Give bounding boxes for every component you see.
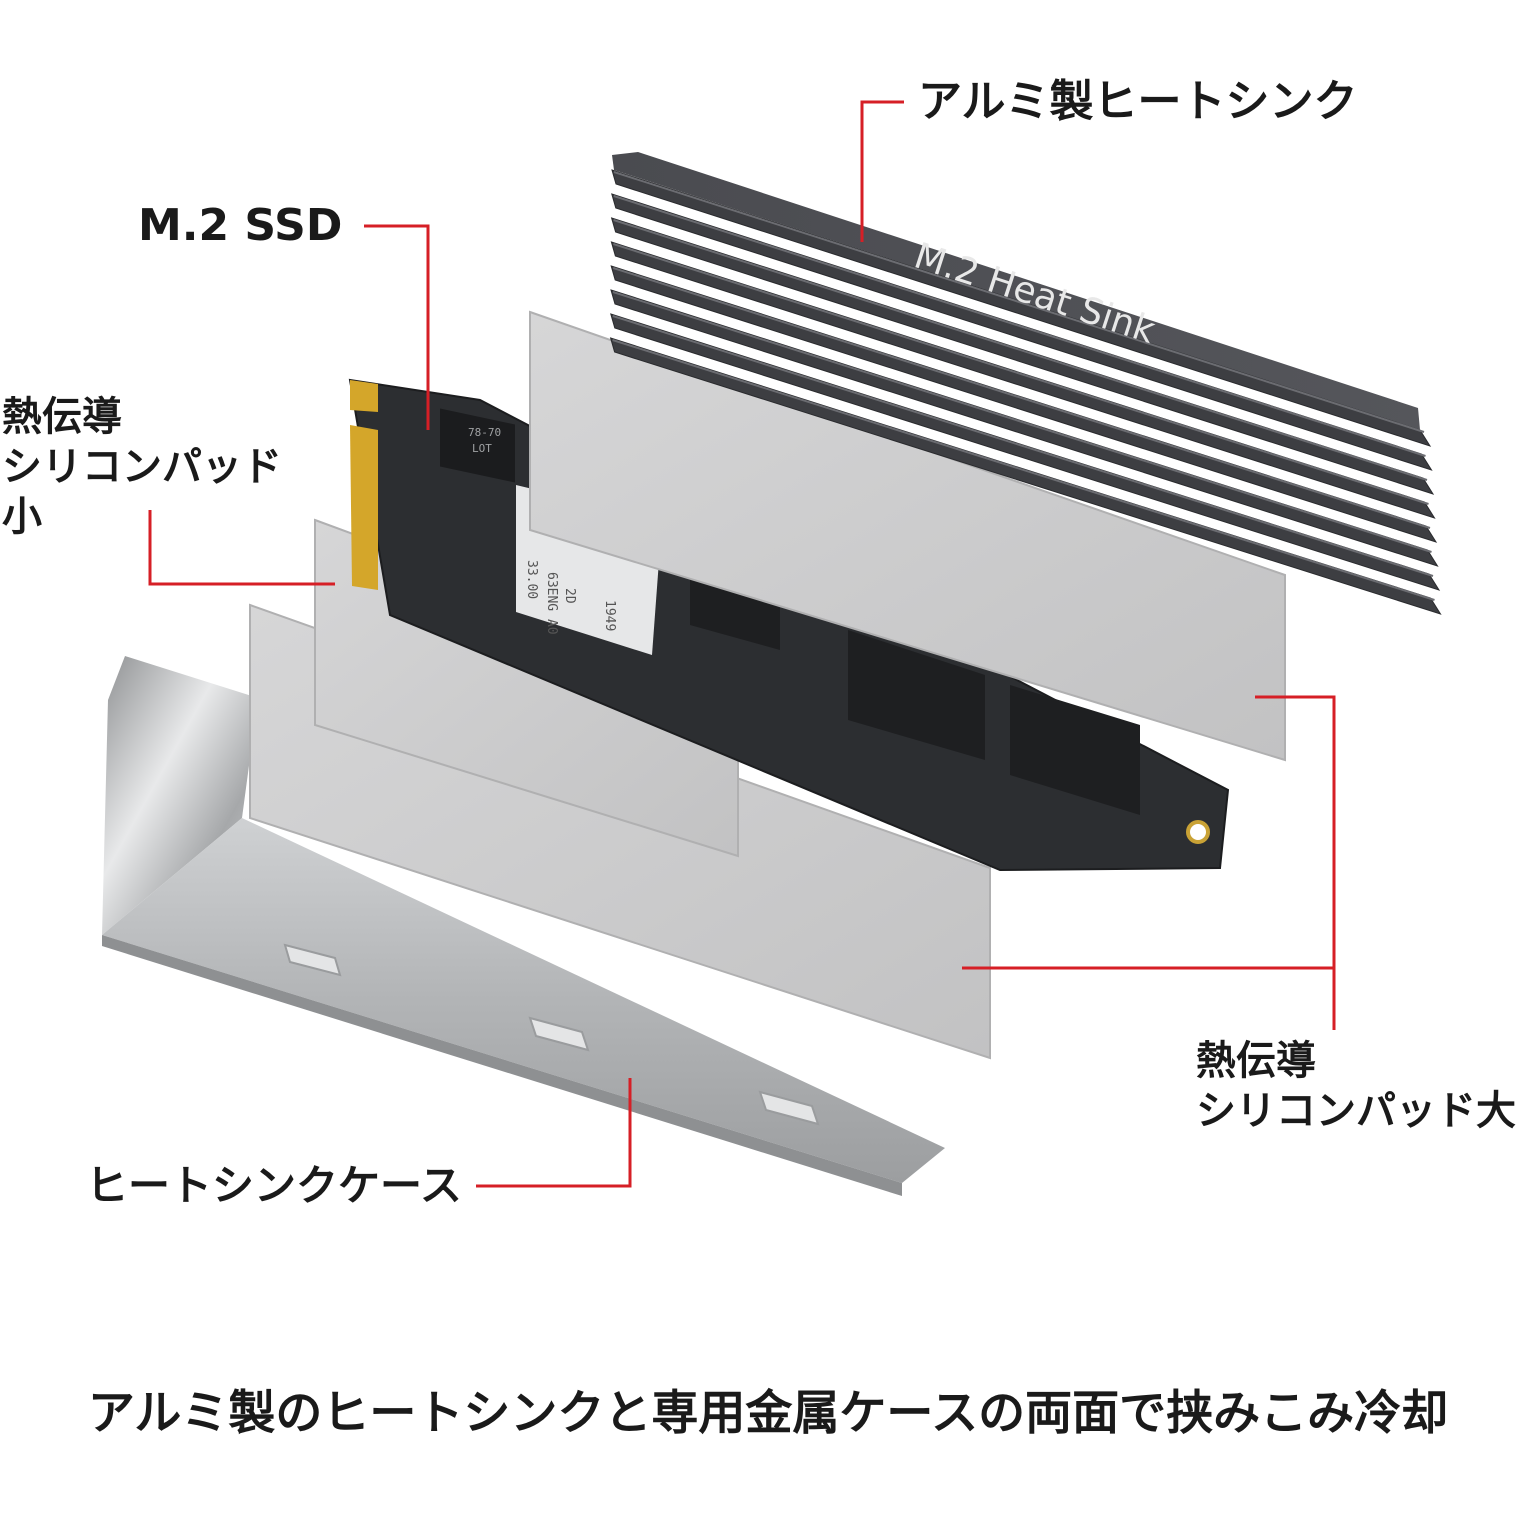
leader-line-ssd: [364, 224, 430, 430]
label-pad-small-line1: 熱伝導: [2, 394, 122, 440]
heatsink-fins: [609, 169, 1442, 615]
ssd-controller-chip: [440, 408, 515, 483]
aluminium-heatsink: M.2 Heat Sink: [609, 152, 1442, 615]
label-pad-small-line2: シリコンパッド: [2, 444, 282, 490]
case-tab: [528, 1016, 590, 1052]
heatsink-fin-edge: [613, 243, 1429, 505]
nand-chip: [848, 630, 985, 760]
sticker-line-2: 33.00: [524, 560, 539, 599]
heatsink-fin-edge: [613, 195, 1426, 457]
chip-marking-2: LOT: [472, 442, 492, 455]
label-ssd: M.2 SSD: [138, 198, 342, 253]
label-case-text: ヒートシンクケース: [86, 1161, 462, 1210]
label-pad-small: 熱伝導 シリコンパッド 小: [2, 392, 282, 542]
ssd-mount-hole: [1186, 820, 1210, 844]
heatsink-fin-edge: [612, 267, 1431, 529]
heatsink-case: [102, 656, 945, 1196]
caption: アルミ製のヒートシンクと専用金属ケースの両面で挟みこみ冷却: [87, 1386, 1449, 1441]
heatsink-fin-edge: [613, 171, 1425, 433]
leader-line-pad-large: [1255, 695, 1336, 1030]
nand-chip: [1010, 685, 1140, 815]
ssd-nand-chips: [690, 575, 1140, 815]
label-pad-large-line2: シリコンパッド大: [1196, 1088, 1516, 1134]
ssd-gold-contacts: [350, 380, 378, 590]
leader-line-pad-small: [148, 510, 335, 586]
sticker-line-1: 63ENG A0: [544, 572, 559, 635]
thermal-pad-large-upper: [529, 310, 1286, 762]
gold-contact-lower: [350, 425, 378, 590]
heatsink-fin-edge: [612, 291, 1432, 553]
heatsink-fin-edge: [613, 219, 1428, 481]
label-case: ヒートシンクケース: [86, 1160, 462, 1213]
label-pad-small-line3: 小: [2, 494, 42, 540]
sticker-line-4: 1949: [602, 600, 617, 631]
leader-lines: [148, 100, 1336, 1188]
label-pad-large: 熱伝導 シリコンパッド大: [1196, 1036, 1516, 1136]
label-pad-large-line1: 熱伝導: [1196, 1038, 1316, 1084]
sticker-line-3: 2D: [562, 588, 577, 604]
case-tabs: [283, 943, 820, 1126]
label-heatsink: アルミ製ヒートシンク: [918, 74, 1358, 129]
case-tab: [758, 1090, 820, 1126]
case-tab: [283, 943, 342, 977]
heatsink-fin-edge: [612, 315, 1434, 577]
label-heatsink-text: アルミ製ヒートシンク: [918, 76, 1358, 127]
label-ssd-text: M.2 SSD: [138, 200, 343, 251]
leader-line-heatsink: [860, 100, 904, 242]
chip-marking-1: 78-70: [468, 426, 501, 439]
case-front-lip: [102, 935, 902, 1196]
case-side-wall: [102, 656, 258, 935]
gold-contact-upper: [350, 380, 378, 412]
leader-line-case: [476, 1078, 632, 1188]
heatsink-fin-edge: [612, 339, 1435, 601]
case-floor: [102, 818, 945, 1183]
heatsink-top-face: [612, 152, 1420, 430]
